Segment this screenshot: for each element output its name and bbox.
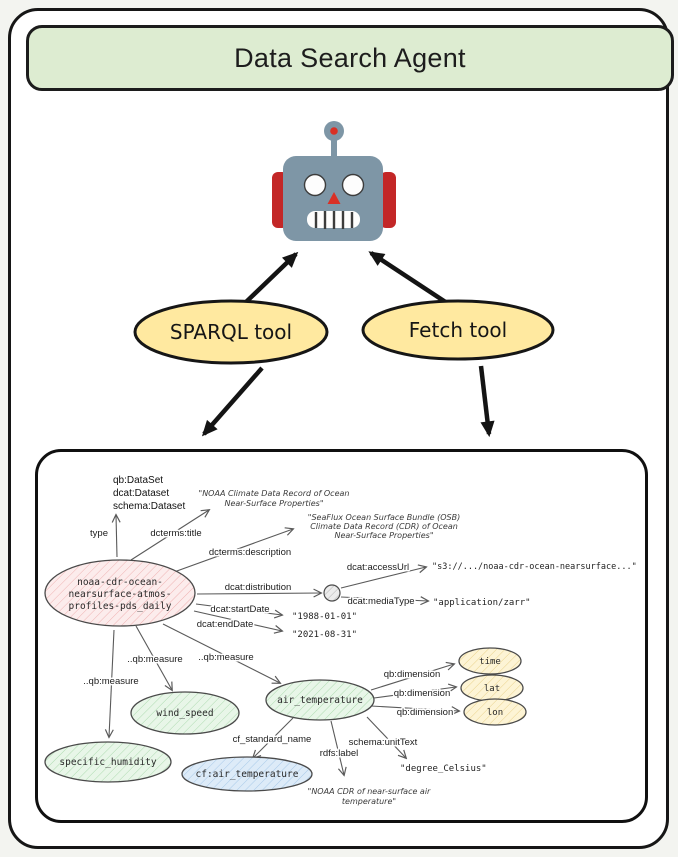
robot-eye-right (341, 173, 365, 197)
edge-label-measure-1: ..qb:measure (83, 676, 138, 687)
robot-ear-right (380, 172, 396, 228)
edge-measure-humidity (109, 629, 115, 737)
node-dataset-line2: nearsurface-atmos- (69, 589, 172, 600)
robot-antenna-stem (331, 138, 337, 158)
node-dataset (44, 559, 196, 627)
edge-label-start-date: dcat:startDate (210, 604, 269, 615)
edge-unit-text (366, 716, 406, 758)
title-bar: Data Search Agent (26, 25, 674, 91)
edge-cf-standard-name (253, 717, 294, 758)
node-distribution-blank (323, 584, 341, 602)
node-wind-speed-label: wind_speed (156, 708, 213, 719)
edge-start-date (195, 603, 282, 615)
robot-icon (272, 121, 396, 241)
literal-rdfs-label-line2: temperature" (342, 797, 396, 806)
page-title: Data Search Agent (234, 42, 466, 73)
edge-label-end-date: dcat:endDate (197, 619, 254, 630)
edge-media-type (340, 597, 428, 601)
node-lon (463, 698, 527, 726)
literal-title-line2: Near-Surface Properties" (225, 499, 324, 508)
edge-label-title: dcterms:title (150, 528, 201, 539)
fetch-tool-shape (361, 299, 555, 361)
type-value-1: qb:DataSet (113, 475, 163, 486)
edge-label-dimension-3: qb:dimension (397, 707, 454, 718)
literal-access-url: "s3://.../noaa-cdr-ocean-nearsurface..." (432, 562, 637, 572)
node-lat-label: lat (484, 684, 500, 694)
node-wind-speed (130, 691, 240, 735)
edge-rdfs-label (330, 720, 344, 775)
literal-description-line3: Near-Surface Properties" (335, 531, 434, 540)
edge-dimension-lat (373, 687, 456, 699)
graph-literals: "NOAA Climate Data Record of Ocean Near-… (199, 489, 637, 806)
edge-label-media-type: dcat:mediaType (347, 596, 414, 607)
edge-distribution (196, 593, 321, 594)
edge-label-type: type (90, 528, 108, 539)
literal-rdfs-label-line1: "NOAA CDR of near-surface air (308, 787, 431, 796)
node-cf-air-temperature (181, 756, 313, 792)
edge-label-dimension-1: qb:dimension (384, 669, 441, 680)
edge-dimension-lon (370, 705, 459, 711)
node-dataset-line3: profiles-pds_daily (69, 601, 172, 612)
edge-measure-airtemp (162, 623, 280, 683)
edge-end-date (193, 610, 282, 631)
edge-dimension-time (370, 664, 454, 691)
edge-label-dimension-2: qb:dimension (394, 688, 451, 699)
literal-start-date: "1988-01-01" (292, 612, 357, 622)
edge-label-measure-3: ..qb:measure (198, 652, 253, 663)
graph-nodes: noaa-cdr-ocean- nearsurface-atmos- profi… (44, 559, 527, 792)
edge-measure-wind (135, 625, 172, 690)
literal-description-line2: Climate Data Record (CDR) of Ocean (310, 522, 458, 531)
node-time (458, 647, 522, 675)
literal-unit-text: "degree_Celsius" (400, 764, 487, 774)
robot-mouth-grill (314, 211, 354, 229)
node-specific-humidity-label: specific_humidity (59, 757, 157, 768)
edge-description (162, 529, 293, 577)
node-air-temperature (265, 679, 375, 721)
type-value-3: schema:Dataset (113, 501, 185, 512)
robot-nose (327, 192, 341, 204)
edge-type (116, 515, 117, 558)
node-dataset-line1: noaa-cdr-ocean- (77, 577, 163, 588)
literal-media-type: "application/zarr" (433, 598, 531, 608)
edge-label-description: dcterms:description (209, 547, 291, 558)
edge-label-access-url: dcat:accessUrl (347, 562, 409, 573)
robot-antenna-dot (330, 127, 338, 135)
node-lon-label: lon (487, 708, 503, 718)
arrow-fetch-to-agent (368, 251, 449, 305)
edge-label-rdfs-label: rdfs:label (320, 748, 359, 759)
fetch-tool: Fetch tool (361, 299, 555, 361)
edge-label-measure-2: ..qb:measure (127, 654, 182, 665)
sparql-tool-shape (133, 299, 329, 365)
arrow-fetch-to-graph (478, 365, 495, 438)
edge-label-distribution: dcat:distribution (225, 582, 292, 593)
node-air-temperature-label: air_temperature (277, 695, 363, 706)
node-time-label: time (479, 657, 501, 667)
literal-title-line1: "NOAA Climate Data Record of Ocean (199, 489, 350, 498)
fetch-tool-label: Fetch tool (409, 318, 507, 342)
edge-title (130, 510, 209, 561)
robot-eye-left (303, 173, 327, 197)
edge-labels: type dcterms:title dcterms:description d… (82, 527, 455, 761)
edge-access-url (340, 567, 426, 589)
literal-description-line1: "SeaFlux Ocean Surface Bundle (OSB) (308, 513, 460, 522)
sparql-tool-label: SPARQL tool (170, 320, 292, 344)
sparql-tool: SPARQL tool (133, 299, 329, 365)
graph-edges (109, 510, 459, 775)
arrow-sparql-to-graph (201, 366, 264, 437)
node-cf-air-temperature-label: cf:air_temperature (196, 769, 299, 780)
literal-end-date: "2021-08-31" (292, 630, 357, 640)
type-values: qb:DataSet dcat:Dataset schema:Dataset (113, 475, 185, 512)
type-value-2: dcat:Dataset (113, 488, 169, 499)
edge-label-cf-standard-name: cf_standard_name (233, 734, 312, 745)
edge-label-unit-text: schema:unitText (349, 737, 418, 748)
node-specific-humidity (44, 741, 172, 783)
arrow-sparql-to-agent (243, 251, 299, 305)
